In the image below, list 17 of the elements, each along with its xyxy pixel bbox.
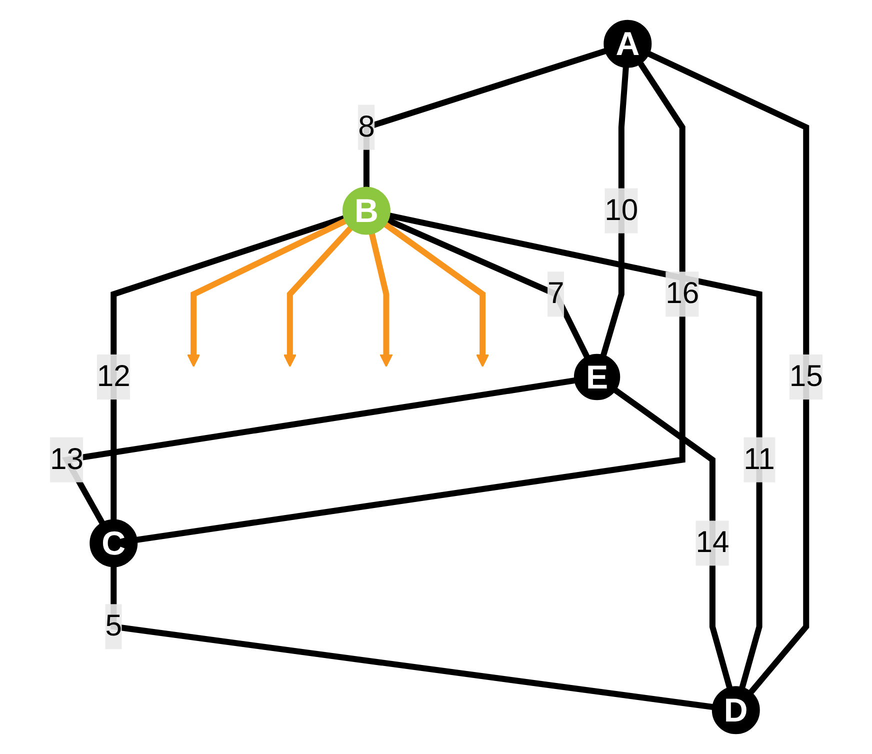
circle-node: A <box>603 20 652 68</box>
circle-node: B <box>342 186 390 235</box>
edge-line <box>386 217 590 358</box>
circle-node: C <box>89 519 138 568</box>
arrow <box>186 218 346 368</box>
arrow <box>368 232 392 368</box>
circle-node: D <box>711 686 760 734</box>
circle-node: E <box>573 354 620 400</box>
edge-line <box>110 566 713 710</box>
edge-line <box>136 62 685 543</box>
edge-line <box>362 48 606 188</box>
edge-line <box>612 388 732 689</box>
edge-line <box>646 51 809 694</box>
edge-line <box>110 215 345 520</box>
arrow <box>282 226 352 368</box>
arrow <box>383 222 489 368</box>
edge-line <box>388 212 762 689</box>
